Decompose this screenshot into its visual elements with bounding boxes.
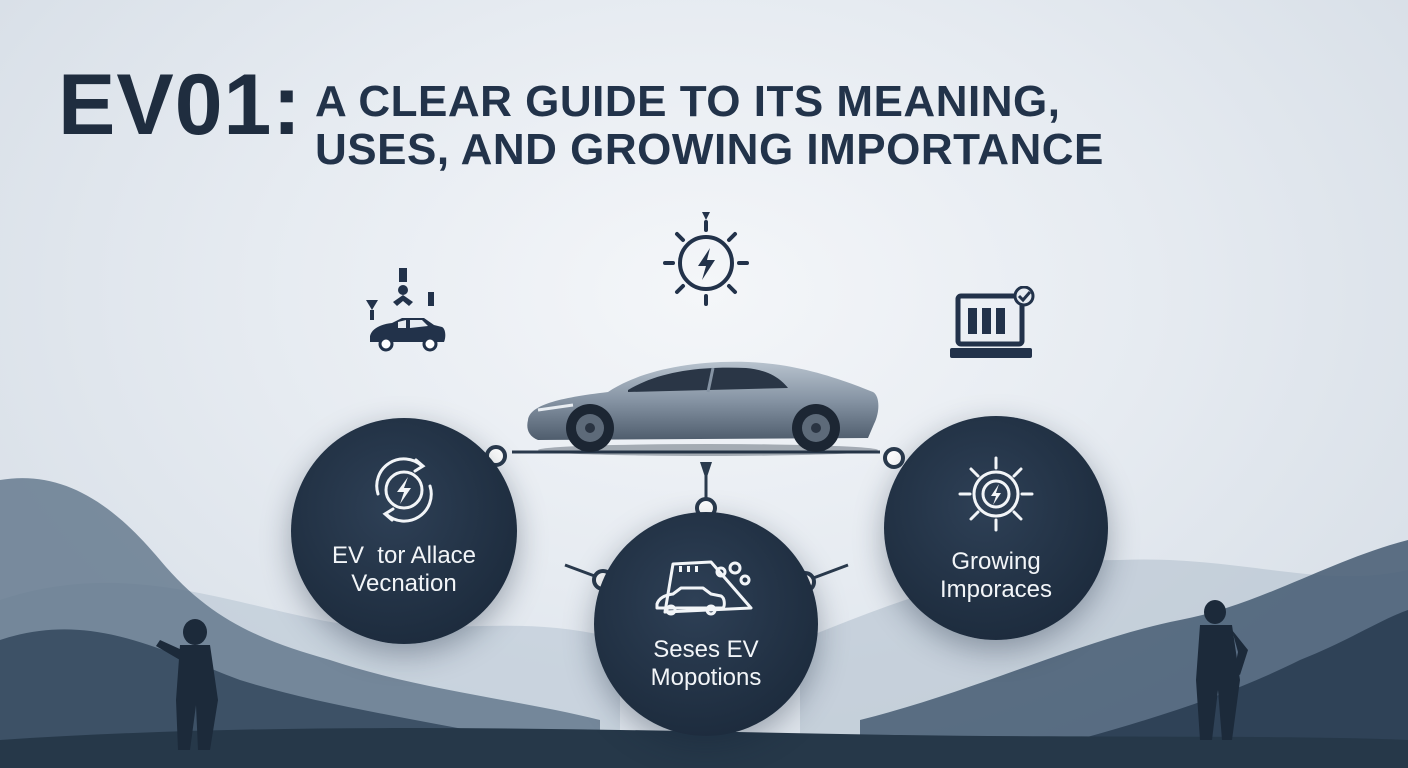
card-label: EV tor Allace Vecnation — [291, 542, 517, 597]
sun-bolt-icon — [663, 212, 749, 306]
card-label-line-1: Seses EV — [653, 636, 759, 663]
card-vecnation: EV tor Allace Vecnation — [291, 418, 517, 644]
card-mopotions: Seses EV Mopotions — [594, 512, 818, 736]
title-main: EV01: — [58, 57, 303, 153]
card-label-line-2: Mopotions — [650, 663, 762, 691]
people-car-icon — [366, 268, 446, 352]
card-label-line-2: Vecnation — [351, 569, 457, 597]
card-label-line-1: Growing — [951, 548, 1041, 575]
laptop-check-icon — [950, 286, 1035, 358]
gear-bolt-icon — [958, 456, 1034, 532]
car-scene-icon — [655, 560, 753, 616]
card-label: Seses EV Mopotions — [594, 636, 818, 691]
card-label-line-2: Imporaces — [939, 575, 1053, 603]
card-imporaces: Growing Imporaces — [884, 416, 1108, 640]
title-subtitle: A CLEAR GUIDE TO ITS MEANING, USES, AND … — [315, 77, 1104, 175]
card-label: Growing Imporaces — [884, 548, 1108, 603]
charging-cycle-icon — [375, 457, 433, 523]
card-label-line-1: EV tor Allace — [331, 542, 477, 569]
title-line-1: A CLEAR GUIDE TO ITS MEANING, — [315, 77, 1061, 126]
electric-car — [527, 361, 879, 456]
title-line-2: USES, AND GROWING IMPORTANCE — [315, 125, 1104, 175]
